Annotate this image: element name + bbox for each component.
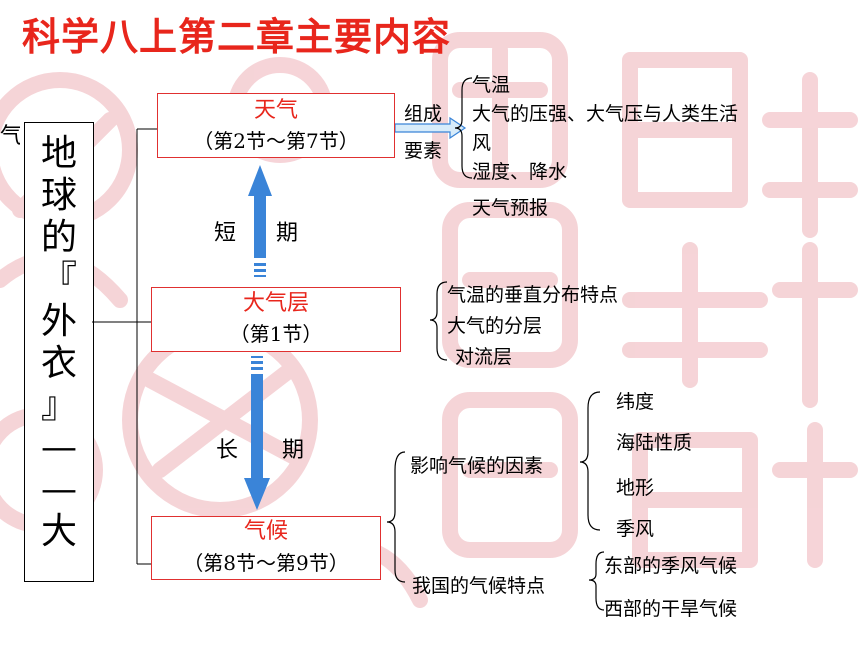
climate-factors-label: 影响气候的因素: [410, 455, 544, 477]
atmosphere-topic: 气温的垂直分布特点: [447, 284, 619, 306]
short-term-arrow: [248, 165, 272, 277]
atmosphere-brace: [429, 281, 448, 361]
main-title-char: —: [41, 469, 77, 510]
long-term-label-1: 长: [216, 438, 239, 463]
weather-element-item: 气温: [472, 74, 511, 96]
main-title-char: 的: [40, 217, 77, 258]
weather-element-item: 风: [472, 132, 492, 154]
elements-label-line2: 要素: [404, 140, 443, 162]
weather-node-sections: （第2节～第7节）: [193, 129, 359, 153]
atmosphere-topic: 对流层: [455, 346, 513, 368]
main-title-char: 球: [40, 175, 77, 216]
weather-element-item: 大气的压强、大气压与人类生活: [472, 103, 739, 125]
main-title-box: 地球的『外衣』——大: [24, 122, 94, 582]
long-term-arrow: [244, 356, 270, 510]
atmosphere-node-sections: （第1节）: [229, 322, 323, 346]
main-title-char: 』: [40, 385, 77, 426]
china-climate-brace: [588, 551, 605, 611]
short-term-label-2: 期: [276, 221, 299, 246]
main-title-char: 外: [40, 301, 77, 342]
climate-factor-item: 海陆性质: [616, 432, 693, 454]
main-title-char: 大: [40, 511, 77, 552]
elements-arrow: [394, 116, 467, 140]
page-title: 科学八上第二章主要内容: [22, 14, 452, 59]
climate-brace: [386, 451, 406, 583]
china-climate-item: 西部的干旱气候: [604, 598, 738, 620]
long-term-label-2: 期: [282, 438, 305, 463]
atmosphere-node: 大气层 （第1节）: [151, 287, 401, 352]
main-title-char: 地: [40, 133, 77, 174]
main-title-char: 衣: [40, 343, 77, 384]
atmosphere-node-name: 大气层: [242, 291, 309, 316]
weather-node-name: 天气: [253, 98, 298, 123]
weather-forecast: 天气预报: [472, 197, 549, 219]
china-climate-item: 东部的季风气候: [604, 555, 738, 577]
main-title: 地球的『外衣』——大: [25, 123, 93, 553]
climate-node-sections: （第8节～第9节）: [183, 551, 349, 575]
climate-factor-item: 季风: [616, 518, 655, 540]
climate-node: 气候 （第8节～第9节）: [151, 516, 381, 580]
weather-node: 天气 （第2节～第7节）: [157, 93, 395, 158]
stray-char: 气: [0, 124, 20, 149]
factors-brace: [579, 391, 601, 531]
climate-node-name: 气候: [243, 519, 288, 544]
climate-factor-item: 纬度: [616, 391, 655, 413]
main-title-char: 『: [40, 259, 77, 300]
atmosphere-topic: 大气的分层: [447, 315, 543, 337]
short-term-label-1: 短: [214, 221, 237, 246]
climate-factor-item: 地形: [616, 477, 655, 499]
weather-items-brace: [454, 77, 473, 179]
main-title-char: —: [41, 427, 77, 468]
weather-element-item: 湿度、降水: [472, 161, 568, 183]
elements-label-line1: 组成: [404, 103, 443, 125]
china-climate-label: 我国的气候特点: [412, 575, 546, 597]
